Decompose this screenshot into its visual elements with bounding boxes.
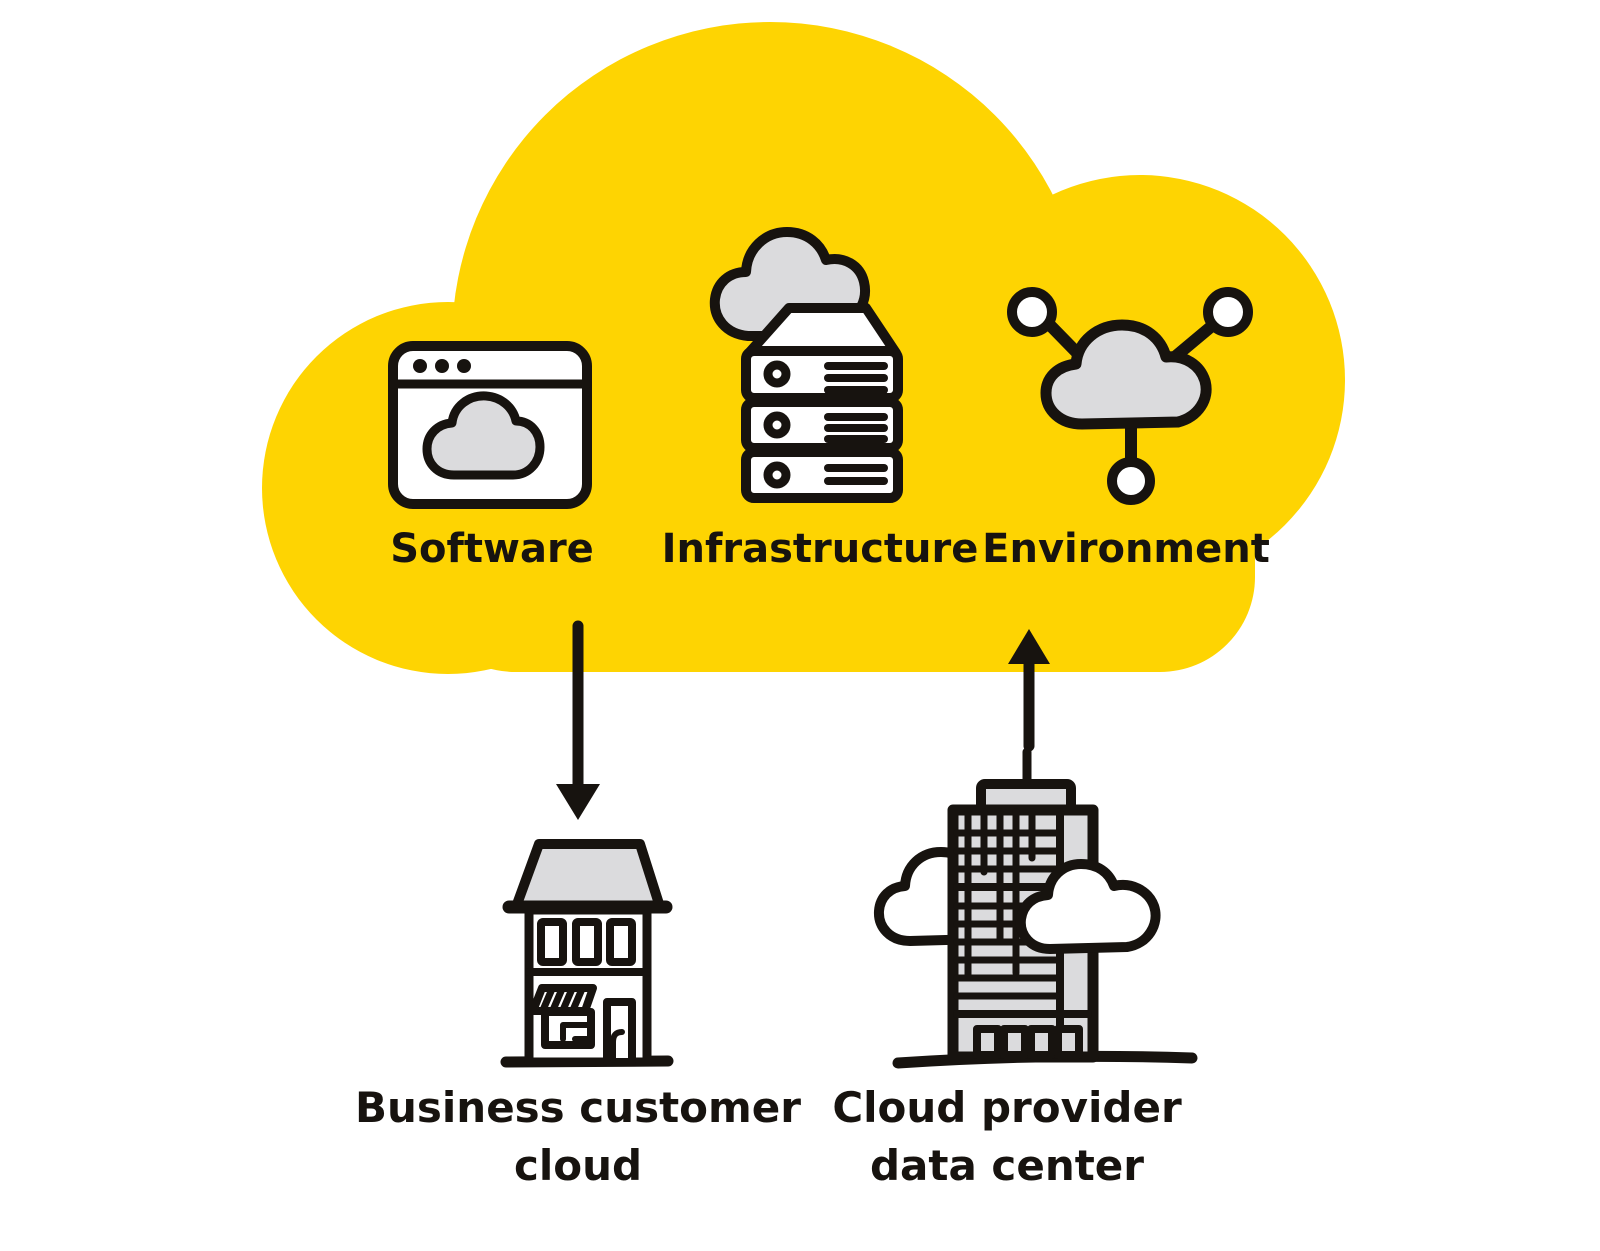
network-node bbox=[1107, 457, 1155, 505]
office-tower-building-icon bbox=[874, 747, 1198, 1069]
network-node bbox=[1007, 287, 1057, 337]
awning-stripe bbox=[549, 985, 566, 1014]
browser-dot bbox=[413, 359, 427, 373]
storefront-window bbox=[537, 918, 567, 966]
provider-label-line1: Cloud provider bbox=[832, 1083, 1182, 1132]
network-cloud-glyph bbox=[1040, 319, 1212, 430]
arrow-head bbox=[1008, 629, 1050, 664]
business-label-line1: Business customer bbox=[355, 1083, 801, 1132]
server-stack-cloud-icon bbox=[709, 227, 903, 503]
server-led bbox=[763, 461, 791, 489]
tower-base-window bbox=[1000, 1025, 1029, 1059]
infrastructure-label: Infrastructure bbox=[662, 526, 979, 572]
arrow-down-software-to-business bbox=[556, 620, 600, 820]
cloud-base bbox=[420, 420, 1255, 672]
connected-cloud-network-icon bbox=[1007, 287, 1253, 505]
shop-display-window bbox=[541, 1008, 595, 1049]
browser-window-cloud-icon bbox=[388, 341, 592, 509]
awning-stripe bbox=[569, 985, 586, 1014]
server-led bbox=[763, 411, 791, 439]
tower-base-window bbox=[1027, 1025, 1056, 1059]
tower-base-window bbox=[973, 1025, 1002, 1059]
door-detail bbox=[610, 1029, 625, 1063]
storefront-window bbox=[606, 918, 636, 966]
browser-dot bbox=[435, 359, 449, 373]
storefront-building-icon bbox=[500, 839, 674, 1068]
provider-label-line2: data center bbox=[870, 1141, 1144, 1190]
arrow-up-datacenter-to-environment bbox=[1008, 629, 1050, 752]
storefront-window bbox=[572, 918, 602, 966]
awning-stripe bbox=[559, 985, 576, 1014]
tower-base-window bbox=[1054, 1025, 1083, 1059]
network-node bbox=[1203, 287, 1253, 337]
environment-label: Environment bbox=[982, 526, 1270, 572]
provider-cloud-shape bbox=[262, 22, 1345, 674]
browser-cloud-glyph bbox=[422, 391, 545, 480]
storefront-roof bbox=[511, 839, 665, 912]
browser-dot bbox=[457, 359, 471, 373]
small-cloud-right bbox=[1015, 859, 1161, 954]
awning-stripe bbox=[539, 985, 556, 1014]
arrow-head bbox=[556, 784, 600, 820]
shop-window-detail bbox=[560, 1022, 592, 1042]
software-label: Software bbox=[390, 526, 594, 572]
server-led bbox=[763, 360, 791, 388]
business-label-line2: cloud bbox=[514, 1141, 642, 1190]
